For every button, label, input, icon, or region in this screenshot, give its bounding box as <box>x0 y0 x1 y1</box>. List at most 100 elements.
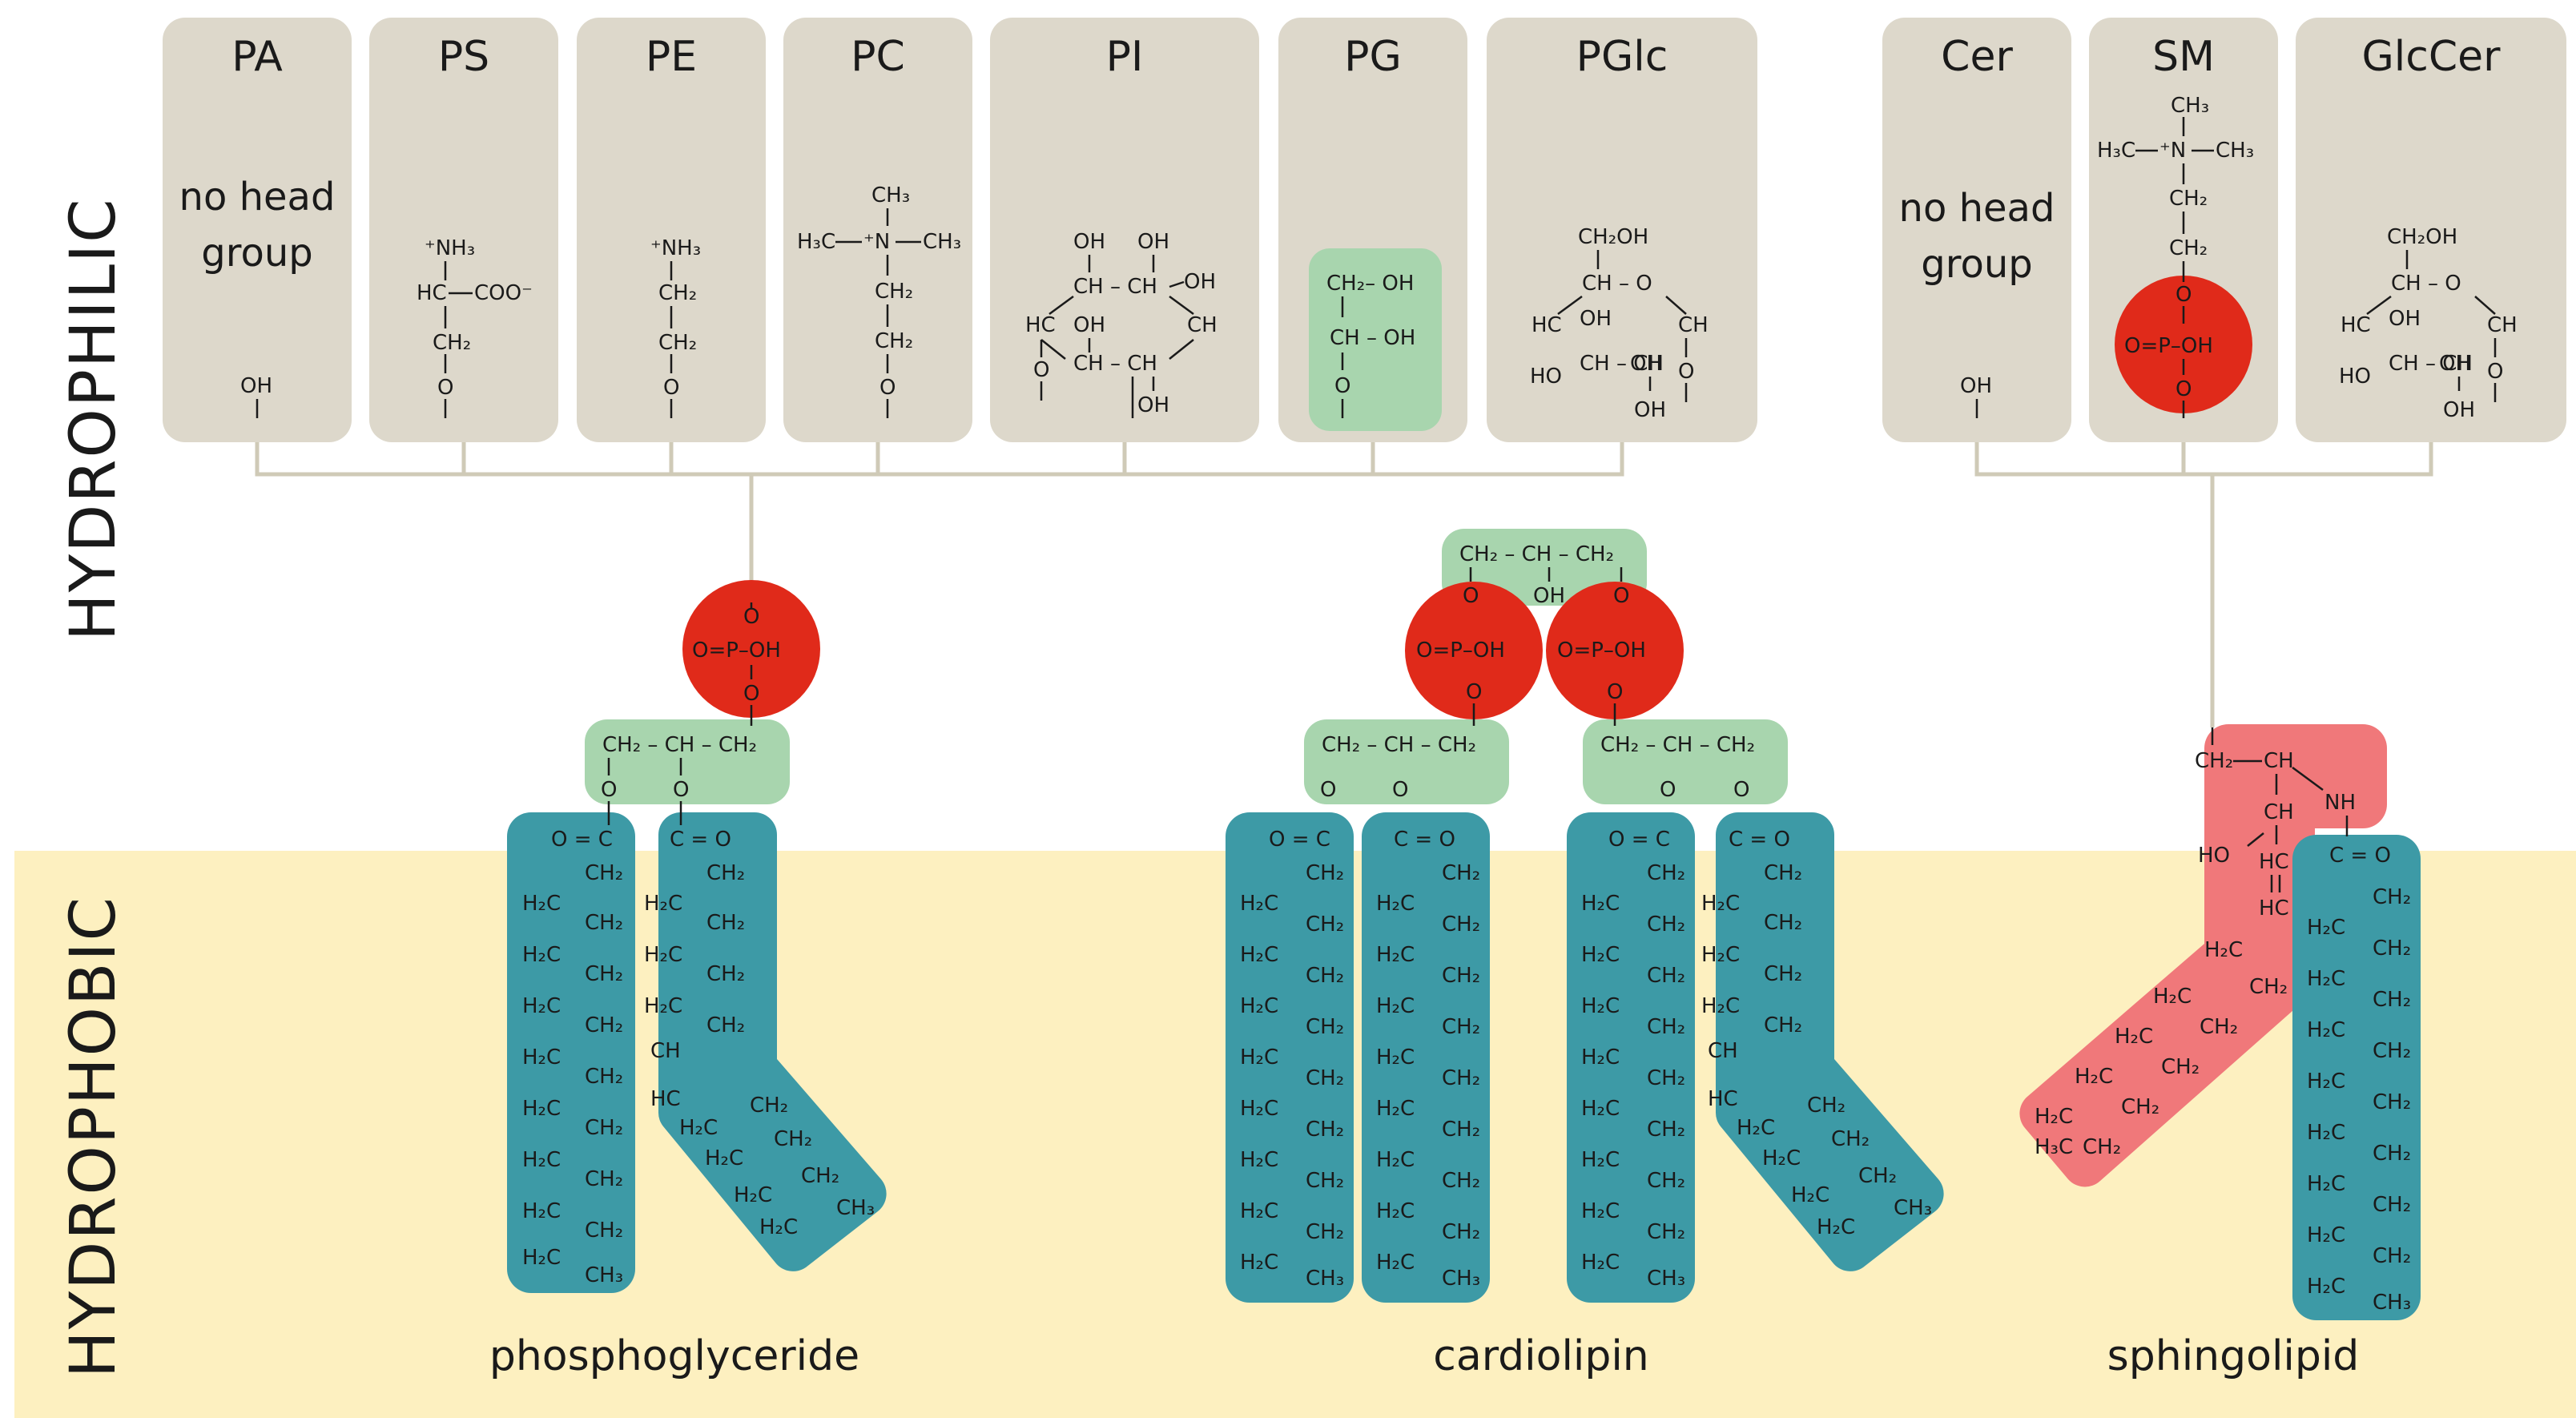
chain-atom: HC <box>1708 1087 1738 1111</box>
svg-text:CH – CH: CH – CH <box>1073 275 1157 299</box>
svg-text:COO⁻: COO⁻ <box>474 281 533 305</box>
svg-text:CH₂OH: CH₂OH <box>2387 225 2457 249</box>
chain-atom: H₂C <box>1817 1215 1855 1239</box>
chain-terminal-ch3: CH₃ <box>1306 1267 1344 1291</box>
cer-no-head-line2: group <box>1921 242 2032 287</box>
chain-ch2: CH₂ <box>2373 1090 2411 1114</box>
svg-text:HC: HC <box>1025 313 1056 337</box>
chain-atom: CH₂ <box>1858 1164 1897 1188</box>
svg-text:CH₂: CH₂ <box>875 280 913 304</box>
svg-text:H₂C: H₂C <box>644 994 682 1018</box>
svg-text:O: O <box>1660 778 1676 802</box>
svg-text:HC: HC <box>2341 313 2371 337</box>
hydrophilic-label: HYDROPHILIC <box>58 197 130 641</box>
svg-text:CH – O: CH – O <box>2391 272 2461 296</box>
svg-text:CH₃: CH₃ <box>2216 139 2254 163</box>
svg-text:O = C: O = C <box>1269 828 1330 852</box>
chain-h2c: H₂C <box>2307 916 2345 940</box>
cl-chain-4 <box>1715 812 1944 1271</box>
chain-atom: CH₂ <box>1764 962 1802 986</box>
pglc-structure: CH₂OH CH – O HC OH CH HO CH – CH OH O OH <box>1530 225 1709 422</box>
chain-ch2: CH₂ <box>1442 1066 1480 1090</box>
chain-atom: H₂C <box>1791 1183 1829 1207</box>
sphingo-fatty-acid-chain <box>2292 835 2421 1320</box>
chain-h2c: H₂C <box>2307 967 2345 991</box>
svg-text:O: O <box>601 778 617 802</box>
svg-text:O: O <box>1320 778 1336 802</box>
svg-text:H₂C: H₂C <box>522 1045 561 1070</box>
cl-phosphate-right <box>1546 582 1684 719</box>
svg-text:C = O: C = O <box>2329 844 2391 868</box>
chain-h2c: H₂C <box>1581 1097 1620 1121</box>
chain-h2c: H₂C <box>1376 1199 1415 1223</box>
svg-text:OH: OH <box>2443 398 2475 422</box>
chain-ch2: CH₂ <box>1306 1066 1344 1090</box>
header-pi: PI <box>1106 33 1144 81</box>
svg-text:H₂C: H₂C <box>759 1215 798 1239</box>
head-box-pe <box>577 18 766 442</box>
chain-ch2: CH₂ <box>1442 1118 1480 1142</box>
chain-ch2: CH₂ <box>2373 937 2411 961</box>
svg-text:CH₂OH: CH₂OH <box>1578 225 1648 249</box>
head-box-cer <box>1882 18 2071 442</box>
chain-ch2: CH₂ <box>1647 861 1685 885</box>
chain-h2c: H₂C <box>1376 1251 1415 1275</box>
chain-ch2: CH₂ <box>2373 1193 2411 1217</box>
svg-text:C = O: C = O <box>670 828 731 852</box>
svg-text:CH₂ – CH – CH₂: CH₂ – CH – CH₂ <box>1459 542 1614 566</box>
svg-text:CH: CH <box>2264 800 2294 824</box>
chain-h2c: H₂C <box>2307 1223 2345 1247</box>
cer-oh: OH <box>1960 374 1992 398</box>
header-pc: PC <box>851 33 905 81</box>
header-pe: PE <box>646 33 697 81</box>
chain-h2c: H₂C <box>1240 1045 1278 1070</box>
svg-text:H₂C: H₂C <box>705 1146 743 1170</box>
chain-h2c: H₂C <box>1376 1097 1415 1121</box>
chain-atom: H₂C <box>1701 892 1740 916</box>
svg-text:CH₂: CH₂ <box>585 911 623 935</box>
svg-text:O: O <box>1613 584 1629 608</box>
chain-ch2: CH₂ <box>1306 964 1344 988</box>
chain-h2c: H₂C <box>2307 1018 2345 1042</box>
svg-text:H₂C: H₂C <box>522 943 561 967</box>
svg-text:H₂C: H₂C <box>2153 985 2192 1009</box>
svg-text:CH: CH <box>650 1039 681 1063</box>
svg-text:CH₂– OH: CH₂– OH <box>1326 272 1414 296</box>
svg-text:NH: NH <box>2324 791 2356 815</box>
chain-ch2: CH₂ <box>1647 1118 1685 1142</box>
svg-text:O: O <box>1733 778 1749 802</box>
pg-structure: CH₂– OH CH – OH O <box>1326 272 1415 418</box>
svg-text:O: O <box>1392 778 1408 802</box>
chain-atom: H₂C <box>1701 943 1740 967</box>
svg-text:O: O <box>743 682 759 706</box>
chain-atom: CH₃ <box>1894 1196 1932 1220</box>
chain-h2c: H₂C <box>1240 943 1278 967</box>
svg-text:C = O: C = O <box>1729 828 1790 852</box>
chain-h2c: H₂C <box>1581 1148 1620 1172</box>
svg-text:OH: OH <box>1184 270 1216 294</box>
connector-lines <box>255 442 2433 727</box>
svg-text:HC: HC <box>1532 313 1562 337</box>
chain-ch2: CH₂ <box>1306 1015 1344 1039</box>
pg-unsat-chain-labels: CH₂ H₂C CH₂ H₂C CH₂ H₂C CH₂ CH HC CH₂ H₂… <box>644 861 875 1239</box>
chain-h2c: H₂C <box>1240 994 1278 1018</box>
chain-terminal-ch3: CH₃ <box>1442 1267 1480 1291</box>
chain-ch2: CH₂ <box>1647 1220 1685 1244</box>
svg-text:H₂C: H₂C <box>522 892 561 916</box>
pg-phosphate-circle <box>682 580 820 718</box>
chain-h2c: H₂C <box>1240 1148 1278 1172</box>
svg-text:O = C: O = C <box>1608 828 1670 852</box>
glccer-structure: CH₂OH CH – O HC OH CH HO CH – CH OH O OH <box>2339 225 2518 422</box>
svg-text:CH₂: CH₂ <box>2200 1015 2238 1039</box>
chain-ch2: CH₂ <box>1306 1169 1344 1193</box>
svg-text:HO: HO <box>2339 365 2371 389</box>
sphingolipid-molecule: CH₂ CH NH CH HO HC HC H₂C CH₂ H₂C CH₂ H₂… <box>2019 724 2421 1320</box>
svg-text:CH₂: CH₂ <box>875 329 913 353</box>
phosphoglyceride-molecule: O O=P–OH O CH₂ – CH – CH₂ O O O = C C = … <box>507 580 887 1293</box>
svg-text:H₂C: H₂C <box>522 1246 561 1270</box>
svg-text:O: O <box>1466 680 1482 704</box>
svg-text:⁺NH₃: ⁺NH₃ <box>650 236 701 260</box>
chain-h2c: H₂C <box>1240 1199 1278 1223</box>
svg-text:O: O <box>673 778 689 802</box>
chain-h2c: H₂C <box>1581 1251 1620 1275</box>
